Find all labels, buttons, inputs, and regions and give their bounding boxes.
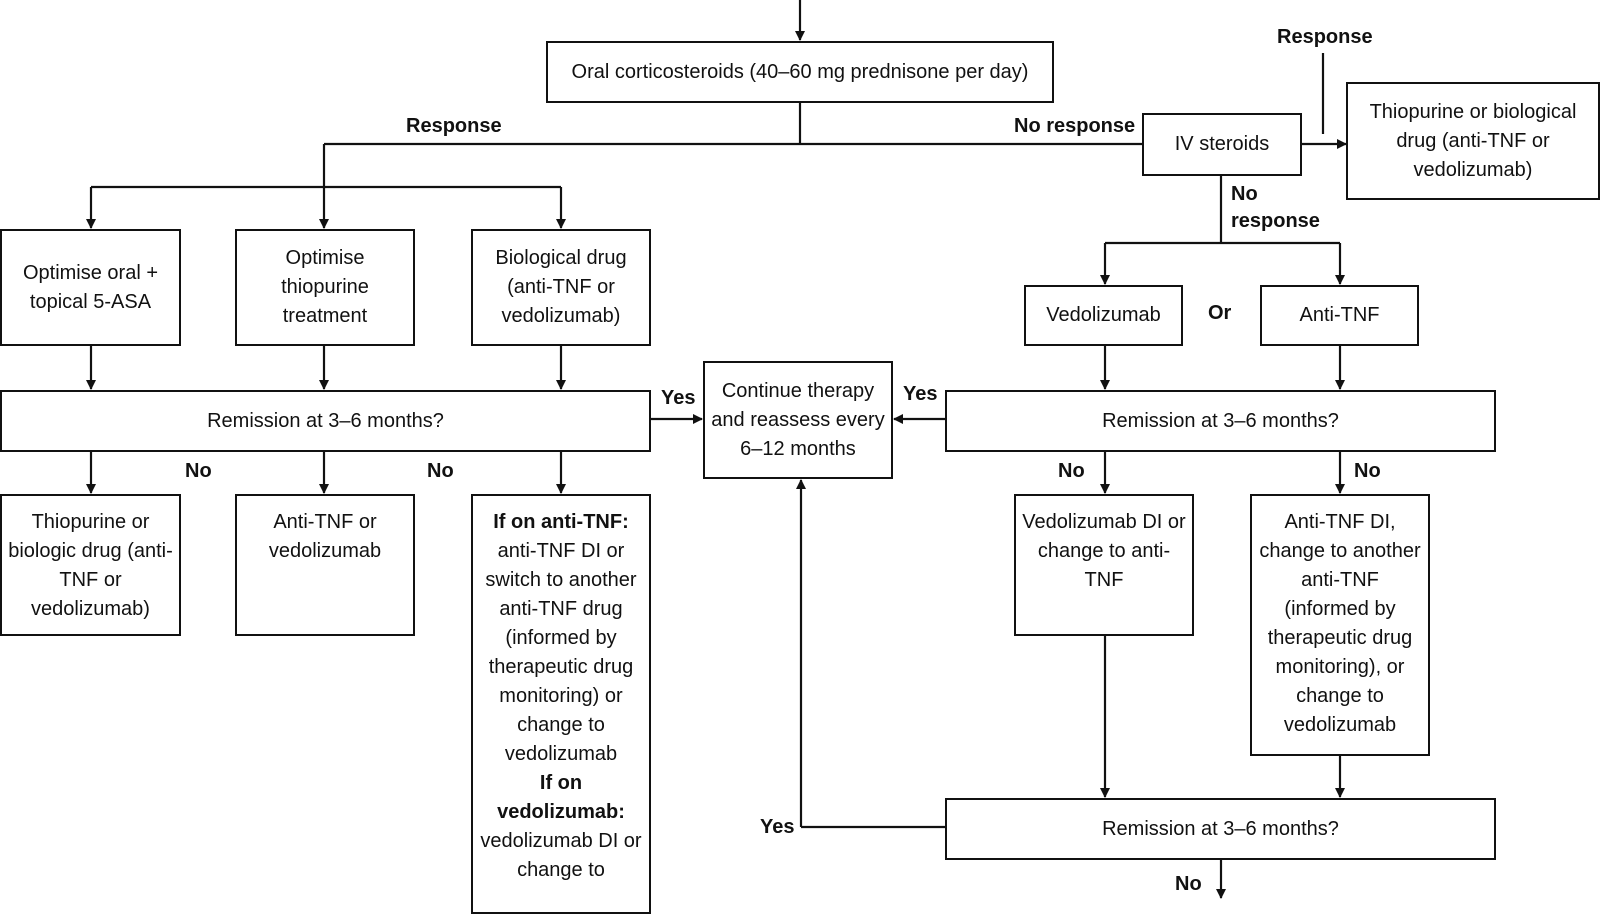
anti-tnf-di-text: Anti-TNF DI, change to another anti-TNF … xyxy=(1259,511,1421,736)
anti-tnf-di-box: Anti-TNF DI, change to another anti-TNF … xyxy=(1250,494,1430,756)
no-label-1: No xyxy=(185,460,212,482)
oral-corticosteroids-text: Oral corticosteroids (40–60 mg prednison… xyxy=(571,60,1029,83)
no-response-split-label-1: No xyxy=(1231,183,1258,205)
biological-drug-box: Biological drug (anti-TNF or vedolizumab… xyxy=(471,229,651,346)
thiopurine-biological-top-box: Thiopurine or biological drug (anti-TNF … xyxy=(1346,82,1600,200)
optimise-5asa-text: Optimise oral + topical 5-ASA xyxy=(22,261,159,313)
yes-right-label: Yes xyxy=(903,383,938,405)
anti-tnf-or-vedolizumab-box: Anti-TNF or vedolizumab xyxy=(235,494,415,636)
no-label-4: No xyxy=(1354,460,1381,482)
optimise-5asa-box: Optimise oral + topical 5-ASA xyxy=(0,229,181,346)
thiopurine-biological-top-text: Thiopurine or biological drug (anti-TNF … xyxy=(1369,100,1577,181)
biological-drug-text: Biological drug (anti-TNF or vedolizumab… xyxy=(495,247,627,327)
thiopurine-biologic-left-box: Thiopurine or biologic drug (anti-TNF or… xyxy=(0,494,181,636)
remission-right-text: Remission at 3–6 months? xyxy=(1102,409,1339,432)
remission-left-text: Remission at 3–6 months? xyxy=(207,409,444,432)
yes-left-label: Yes xyxy=(661,387,696,409)
response-top-label: Response xyxy=(1277,26,1373,48)
vedolizumab-text: Vedolizumab xyxy=(1046,304,1161,326)
iv-steroids-box: IV steroids xyxy=(1142,113,1302,176)
continue-therapy-text: Continue therapy and reassess every 6–12… xyxy=(711,379,885,460)
vedolizumab-di-text: Vedolizumab DI or change to anti-TNF xyxy=(1022,511,1186,591)
anti-tnf-box: Anti-TNF xyxy=(1260,285,1419,346)
if-on-vedolizumab-heading: If on vedolizumab: xyxy=(497,772,625,823)
anti-tnf-or-vedolizumab-text: Anti-TNF or vedolizumab xyxy=(268,511,382,562)
no-label-2: No xyxy=(427,460,454,482)
remission-left-box: Remission at 3–6 months? xyxy=(0,390,651,452)
vedolizumab-box: Vedolizumab xyxy=(1024,285,1183,346)
or-label: Or xyxy=(1208,302,1232,324)
remission-bottom-box: Remission at 3–6 months? xyxy=(945,798,1496,860)
no-response-split-label-2: response xyxy=(1231,210,1320,232)
no-bottom-label: No xyxy=(1175,873,1202,895)
if-on-anti-tnf-box: If on anti-TNF: anti-TNF DI or switch to… xyxy=(471,494,651,914)
if-on-anti-tnf-heading: If on anti-TNF: xyxy=(493,511,629,533)
remission-bottom-text: Remission at 3–6 months? xyxy=(1102,817,1339,840)
thiopurine-biologic-left-text: Thiopurine or biologic drug (anti-TNF or… xyxy=(8,511,173,620)
response-label: Response xyxy=(406,115,502,137)
continue-therapy-box: Continue therapy and reassess every 6–12… xyxy=(703,361,893,479)
yes-bottom-label: Yes xyxy=(760,816,795,838)
optimise-thiopurine-text: Optimise thiopurine treatment xyxy=(281,247,369,327)
anti-tnf-text: Anti-TNF xyxy=(1299,304,1380,326)
iv-steroids-text: IV steroids xyxy=(1174,133,1270,155)
if-on-anti-tnf-body: anti-TNF DI or switch to another anti-TN… xyxy=(485,540,637,765)
if-on-anti-tnf-content: If on anti-TNF: anti-TNF DI or switch to… xyxy=(479,508,643,885)
no-label-3: No xyxy=(1058,460,1085,482)
oral-corticosteroids-box: Oral corticosteroids (40–60 mg prednison… xyxy=(546,41,1054,103)
remission-right-box: Remission at 3–6 months? xyxy=(945,390,1496,452)
vedolizumab-di-box: Vedolizumab DI or change to anti-TNF xyxy=(1014,494,1194,636)
optimise-thiopurine-box: Optimise thiopurine treatment xyxy=(235,229,415,346)
if-on-vedolizumab-body: vedolizumab DI or change to xyxy=(480,830,642,881)
no-response-label: No response xyxy=(1014,115,1136,137)
